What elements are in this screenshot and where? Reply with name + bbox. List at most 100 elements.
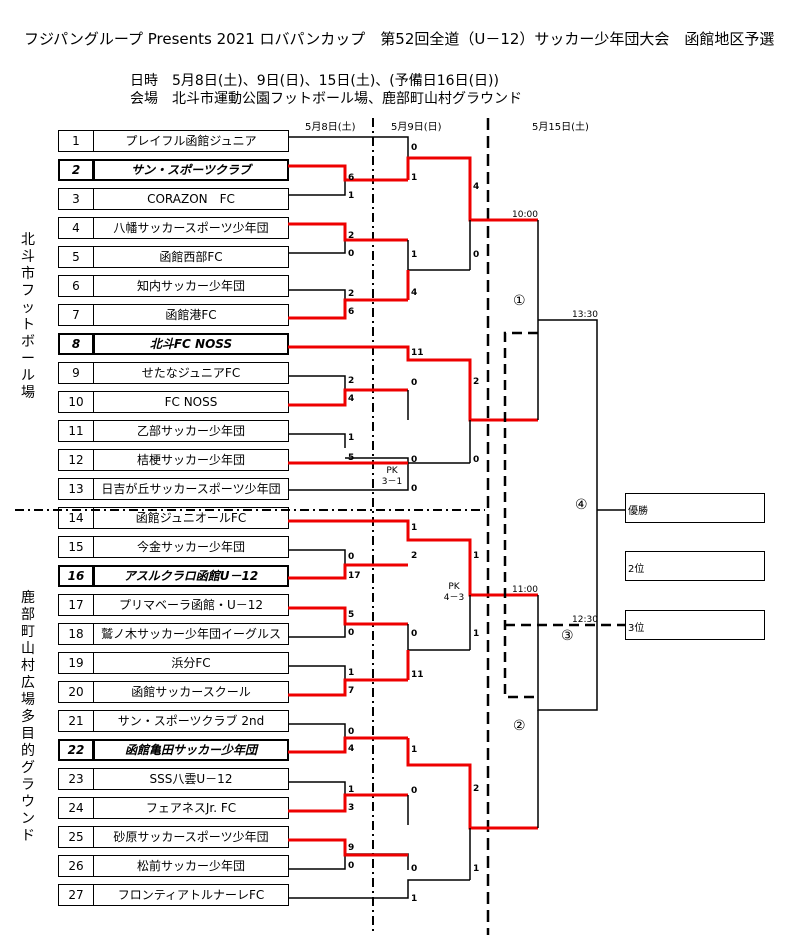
champion-label: 優勝 <box>628 506 648 517</box>
score: 5 <box>348 453 355 463</box>
team-name: プリマベーラ函館・U－12 <box>93 594 289 616</box>
score: 0 <box>411 864 418 874</box>
round1-lines <box>288 170 409 870</box>
score: 1 <box>348 785 355 795</box>
team-name: 浜分FC <box>93 652 289 674</box>
date-header-may9: 5月9日(日) <box>391 122 442 133</box>
score: 1 <box>411 173 418 183</box>
second-place-label: 2位 <box>628 564 645 575</box>
venue-label-hokuto: 北斗市フットボール場 <box>21 232 35 401</box>
score: 1 <box>473 864 480 874</box>
score: 1 <box>348 191 355 201</box>
score: 4 <box>348 394 355 404</box>
score: 1 <box>411 250 418 260</box>
match-time: 13:30 <box>572 310 598 320</box>
score: 0 <box>473 455 480 465</box>
score: 0 <box>411 455 418 465</box>
score: 4 <box>473 182 480 192</box>
score: 0 <box>411 378 418 388</box>
third-place-label: 3位 <box>628 623 645 634</box>
match-mark-2: ② <box>513 718 526 734</box>
score: 2 <box>348 376 355 386</box>
third-place-lines <box>503 331 625 699</box>
score: 2 <box>348 231 355 241</box>
score: 0 <box>411 786 418 796</box>
score: 11 <box>411 670 424 680</box>
team-name: 函館ジュニオールFC <box>93 507 289 529</box>
score: 2 <box>411 551 418 561</box>
score: 1 <box>473 629 480 639</box>
date-header-may15: 5月15日(土) <box>532 122 589 133</box>
score: 17 <box>348 571 361 581</box>
second-place-box: 2位 <box>625 551 765 581</box>
team-name: 日吉が丘サッカースポーツ少年団 <box>93 478 289 500</box>
score: 0 <box>348 727 355 737</box>
schedule-dates: 日時 5月8日(土)、9日(日)、15日(土)、(予備日16日(日)) <box>130 73 499 89</box>
pk-note: PK 4－3 <box>442 582 466 604</box>
score: 3 <box>348 803 355 813</box>
team-name: SSS八雲U－12 <box>93 768 289 790</box>
team-name: 松前サッカー少年団 <box>93 855 289 877</box>
score: 6 <box>348 307 355 317</box>
score: 0 <box>411 629 418 639</box>
score: 1 <box>348 668 355 678</box>
score: 7 <box>348 686 355 696</box>
score: 2 <box>473 377 480 387</box>
team-name: せたなジュニアFC <box>93 362 289 384</box>
score: 9 <box>348 843 355 853</box>
date-header-may8: 5月8日(土) <box>305 122 356 133</box>
team-name: 乙部サッカー少年団 <box>93 420 289 442</box>
pk-label: PK <box>448 582 460 592</box>
round2-winner-lines <box>288 156 538 830</box>
team-name: 今金サッカー少年団 <box>93 536 289 558</box>
match-mark-3: ③ <box>561 628 574 644</box>
match-time: 11:00 <box>512 585 538 595</box>
team-name: サン・スポーツクラブ <box>93 159 289 181</box>
score: 0 <box>348 628 355 638</box>
team-name: 桔梗サッカー少年団 <box>93 449 289 471</box>
team-name: 函館亀田サッカー少年団 <box>93 739 289 761</box>
score: 0 <box>348 552 355 562</box>
match-time: 12:30 <box>572 615 598 625</box>
team-name: FC NOSS <box>93 391 289 413</box>
score: 4 <box>411 288 418 298</box>
score: 5 <box>348 610 355 620</box>
score: 1 <box>411 745 418 755</box>
team-name: 砂原サッカースポーツ少年団 <box>93 826 289 848</box>
round2-lines <box>288 136 470 899</box>
pk-note: PK 3－1 <box>380 466 404 488</box>
team-name: フロンティアトルナーレFC <box>93 884 289 906</box>
schedule-venue: 会場 北斗市運動公園フットボール場、鹿部町山村グラウンド <box>130 91 522 107</box>
venue-label-shikabe: 鹿部町山村広場多目的グラウンド <box>21 590 35 844</box>
team-name: 八幡サッカースポーツ少年団 <box>93 217 289 239</box>
pk-score: 3－1 <box>381 477 403 487</box>
score: 1 <box>473 551 480 561</box>
team-name: サン・スポーツクラブ 2nd <box>93 710 289 732</box>
champion-box: 優勝 <box>625 493 765 523</box>
team-name: 函館サッカースクール <box>93 681 289 703</box>
team-name: CORAZON FC <box>93 188 289 210</box>
match-mark-1: ① <box>513 293 526 309</box>
score: 2 <box>348 289 355 299</box>
pk-label: PK <box>386 466 398 476</box>
score: 0 <box>411 143 418 153</box>
team-name: 知内サッカー少年団 <box>93 275 289 297</box>
score: 1 <box>411 523 418 533</box>
